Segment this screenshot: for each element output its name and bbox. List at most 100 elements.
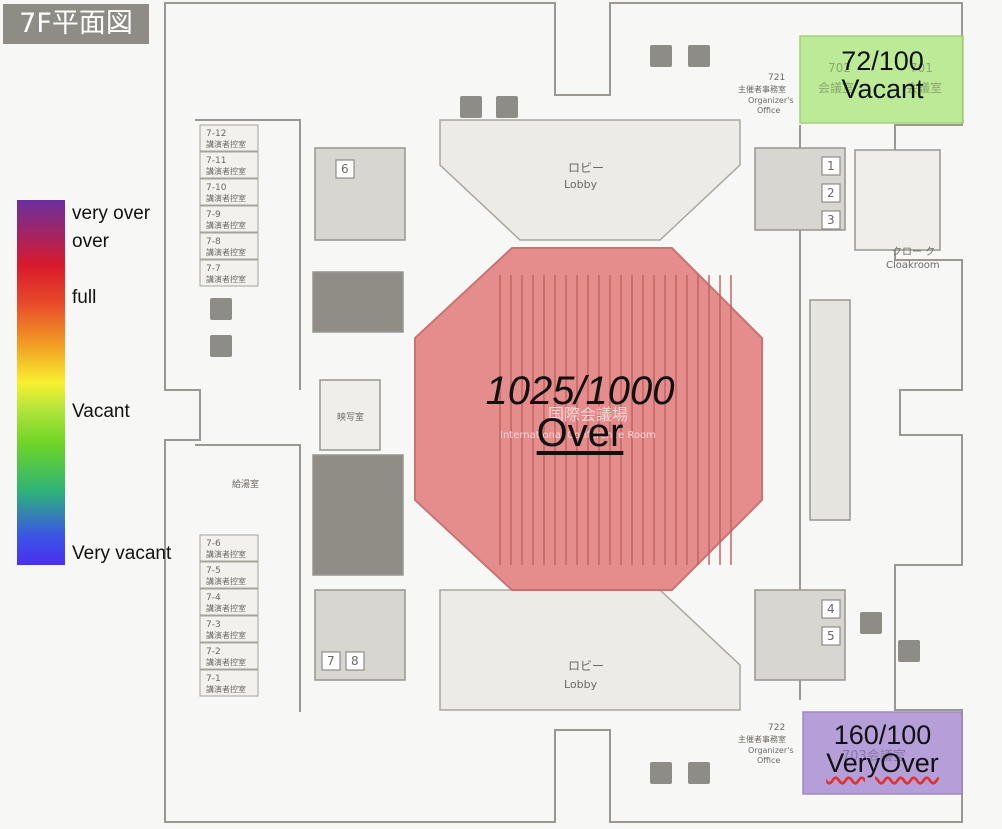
main-hall-occupancy[interactable]: 1025/1000 Over bbox=[455, 370, 705, 454]
speaker-room bbox=[199, 561, 259, 589]
cloak-label-en: Cloakroom bbox=[886, 260, 940, 271]
office-721-label-en: Organizer's bbox=[748, 96, 794, 105]
service-block-left-top bbox=[312, 271, 404, 333]
speaker-room-number: 7-3 bbox=[206, 620, 221, 630]
lobby-top-label-jp: ロビー bbox=[568, 161, 604, 175]
elevator-number: 7 bbox=[327, 654, 335, 668]
elevator-number: 1 bbox=[827, 159, 835, 173]
cloak-area bbox=[854, 149, 941, 251]
speaker-room-label: 講演者控室 bbox=[206, 684, 246, 694]
restroom-icon bbox=[496, 96, 518, 118]
building-outline bbox=[164, 2, 963, 823]
speaker-room-label: 講演者控室 bbox=[206, 139, 246, 149]
copy-room-label: 映写室 bbox=[337, 411, 364, 423]
room-701-702-capacity: 72/100 bbox=[841, 46, 924, 76]
speaker-room-label: 講演者控室 bbox=[206, 630, 246, 640]
speaker-room-label: 講演者控室 bbox=[206, 549, 246, 559]
legend-label-very-over: very over bbox=[72, 203, 151, 224]
elevator-box bbox=[821, 156, 841, 176]
speaker-room bbox=[199, 205, 259, 233]
speaker-room-label: 講演者控室 bbox=[206, 274, 246, 284]
copy-room bbox=[319, 379, 381, 451]
main-hall-name-en: International Conference Room bbox=[500, 430, 656, 441]
speaker-room-number: 7-2 bbox=[206, 647, 221, 657]
speaker-room-number: 7-4 bbox=[206, 593, 221, 603]
elevator-box bbox=[335, 159, 355, 179]
room-703-occupancy[interactable]: 160/100 VeryOver bbox=[805, 721, 960, 778]
room-703-status: VeryOver bbox=[826, 748, 939, 779]
restroom-icon bbox=[898, 640, 920, 662]
speaker-room-number: 7-6 bbox=[206, 539, 221, 549]
speaker-room bbox=[199, 534, 259, 562]
speaker-room bbox=[199, 669, 259, 697]
office-722-number: 722 bbox=[768, 723, 785, 733]
speaker-room bbox=[199, 642, 259, 670]
right-core bbox=[809, 299, 851, 521]
office-721-label-en2: Office bbox=[757, 106, 780, 115]
cloak-label-jp: クロー ク bbox=[892, 246, 935, 258]
main-hall-capacity: 1025/1000 bbox=[485, 369, 675, 413]
restroom-icon bbox=[688, 45, 710, 67]
occupancy-legend-gradient bbox=[17, 200, 65, 565]
restroom-icon bbox=[210, 298, 232, 320]
speaker-room-label: 講演者控室 bbox=[206, 166, 246, 176]
inner-wall-left bbox=[195, 119, 301, 712]
room-701-702-occupancy[interactable]: 72/100 Vacant bbox=[805, 47, 960, 104]
elevator-box bbox=[345, 651, 365, 671]
room-703-overlay bbox=[802, 711, 963, 795]
main-hall-status: Over bbox=[536, 411, 624, 455]
legend-label-over: over bbox=[72, 231, 109, 252]
room-702-number: 702 bbox=[828, 61, 851, 75]
speaker-room bbox=[199, 232, 259, 260]
speaker-room-label: 講演者控室 bbox=[206, 603, 246, 613]
restroom-icon bbox=[650, 45, 672, 67]
restroom-icon bbox=[860, 612, 882, 634]
floor-title: 7F平面図 bbox=[3, 4, 149, 44]
lobby-bottom-area bbox=[439, 589, 741, 711]
speaker-room bbox=[199, 178, 259, 206]
lobby-bottom-label-jp: ロビー bbox=[568, 659, 604, 673]
service-block-left-bottom bbox=[312, 454, 404, 576]
elevator-number: 6 bbox=[341, 162, 349, 176]
kitchen-label: 給湯室 bbox=[232, 478, 259, 490]
speaker-room-label: 講演者控室 bbox=[206, 220, 246, 230]
room-703-label: 703会議室 bbox=[842, 748, 906, 764]
restroom-icon bbox=[460, 96, 482, 118]
elevator-number: 3 bbox=[827, 213, 835, 227]
speaker-room-number: 7-10 bbox=[206, 183, 227, 193]
elevator-number: 8 bbox=[351, 654, 359, 668]
room-703-capacity: 160/100 bbox=[833, 720, 932, 750]
office-722-label-en: Organizer's bbox=[748, 746, 794, 755]
lobby-top-label-en: Lobby bbox=[564, 178, 598, 191]
office-722-label-en2: Office bbox=[757, 756, 780, 765]
main-hall-name-jp: 国際会議場 bbox=[548, 405, 628, 424]
speaker-room-number: 7-11 bbox=[206, 156, 226, 166]
speaker-room-label: 講演者控室 bbox=[206, 247, 246, 257]
elevator-number: 5 bbox=[827, 629, 835, 643]
speaker-room bbox=[199, 124, 259, 152]
speaker-room-number: 7-1 bbox=[206, 674, 221, 684]
office-722-label-jp: 主催者事務室 bbox=[738, 734, 786, 744]
elevator-box bbox=[821, 626, 841, 646]
room-701-number: 701 bbox=[910, 61, 933, 75]
speaker-room bbox=[199, 588, 259, 616]
elevator-box bbox=[821, 183, 841, 203]
restroom-icon bbox=[650, 762, 672, 784]
room-701-702-overlay bbox=[799, 35, 964, 124]
stair-left-top bbox=[314, 147, 406, 241]
speaker-room-number: 7-9 bbox=[206, 210, 221, 220]
legend-label-vacant: Vacant bbox=[72, 401, 130, 422]
speaker-room bbox=[199, 615, 259, 643]
elevator-box bbox=[821, 210, 841, 230]
elevator-number: 2 bbox=[827, 186, 835, 200]
speaker-room-number: 7-8 bbox=[206, 237, 221, 247]
speaker-room bbox=[199, 151, 259, 179]
office-721-label-jp: 主催者事務室 bbox=[738, 84, 786, 94]
restroom-icon bbox=[688, 762, 710, 784]
speaker-room-label: 講演者控室 bbox=[206, 193, 246, 203]
elevator-number: 4 bbox=[827, 602, 835, 616]
room-701-label-jp: 会議室 bbox=[906, 80, 942, 95]
speaker-room-number: 7-5 bbox=[206, 566, 221, 576]
